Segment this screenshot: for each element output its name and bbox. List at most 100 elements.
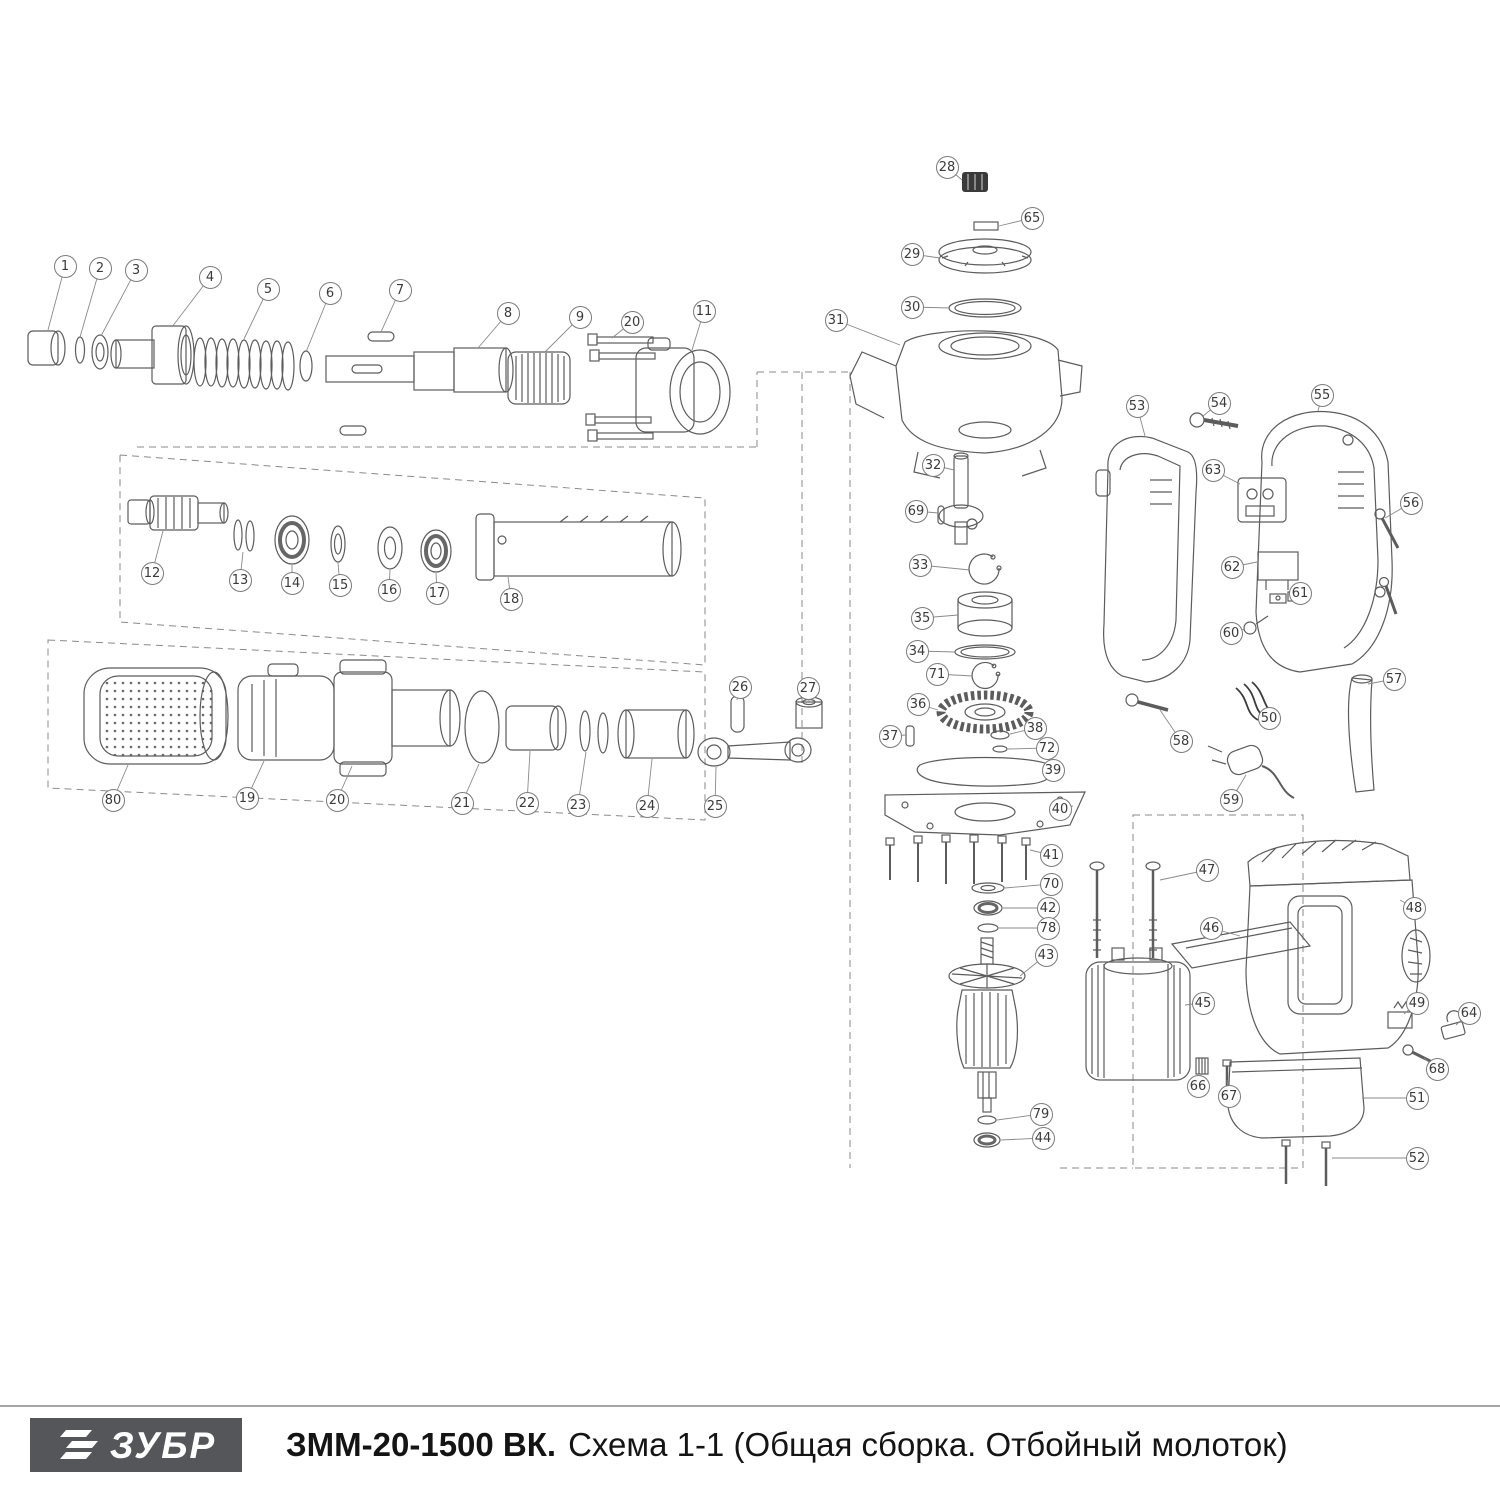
part-callout-13: 13	[228, 568, 252, 592]
part-13-rings	[233, 519, 255, 552]
part-59-power-cord	[1207, 744, 1295, 799]
part-callout-50: 50	[1257, 706, 1281, 730]
part-78-washer	[977, 923, 999, 933]
part-callout-37: 37	[878, 724, 902, 748]
part-callout-80: 80	[101, 788, 125, 812]
part-39-gasket	[916, 756, 1054, 787]
part-callout-11: 11	[692, 299, 716, 323]
part-17-bearing	[420, 529, 452, 573]
part-51-bottom-cap	[1227, 1057, 1365, 1139]
part-callout-20: 20	[620, 310, 644, 334]
part-9-knurled-sleeve	[507, 351, 571, 405]
assembly-striker	[127, 495, 682, 581]
part-63-switch	[1237, 477, 1287, 523]
part-66-clip	[1195, 1057, 1209, 1075]
part-callout-8: 8	[496, 301, 520, 325]
part-11-end-cap	[635, 337, 731, 435]
part-callout-45: 45	[1191, 991, 1215, 1015]
part-79-washer	[977, 1115, 997, 1125]
brand-name: ЗУБР	[109, 1424, 217, 1466]
part-callout-18: 18	[499, 587, 523, 611]
part-46-plate	[1170, 921, 1312, 969]
part-31-crankcase	[849, 330, 1083, 479]
part-callout-58: 58	[1169, 729, 1193, 753]
part-72-washer	[992, 745, 1008, 753]
part-33-circlip	[968, 553, 1002, 585]
part-callout-27: 27	[796, 676, 820, 700]
part-callout-28: 28	[935, 155, 959, 179]
part-callout-36: 36	[906, 692, 930, 716]
part-4-sleeve	[110, 325, 195, 385]
zubr-logo-icon	[59, 1430, 98, 1459]
part-callout-47: 47	[1195, 858, 1219, 882]
zubr-logo: ЗУБР	[30, 1418, 242, 1472]
part-71-circlip	[971, 661, 1001, 689]
assembly-motor-housing	[1085, 839, 1466, 1186]
part-37-pin	[905, 725, 915, 747]
part-48-motor-housing	[1245, 839, 1431, 1055]
part-callout-78: 78	[1036, 916, 1060, 940]
part-callout-1: 1	[53, 254, 77, 278]
part-41-screws	[885, 834, 1031, 884]
part-callout-31: 31	[824, 308, 848, 332]
part-36-gear	[936, 690, 1034, 734]
part-55-outer-housing	[1255, 410, 1393, 673]
part-callout-63: 63	[1201, 458, 1225, 482]
part-callout-34: 34	[905, 639, 929, 663]
diagram-subtitle: Схема 1-1 (Общая сборка. Отбойный молото…	[568, 1426, 1288, 1463]
part-80-grip	[83, 667, 229, 765]
part-32-crankshaft	[938, 452, 984, 545]
part-12-shaft	[127, 495, 229, 531]
part-callout-69: 69	[904, 499, 928, 523]
part-62-module	[1257, 551, 1299, 590]
part-callout-41: 41	[1039, 843, 1063, 867]
part-callout-32: 32	[921, 453, 945, 477]
part-1-cap	[27, 330, 66, 366]
part-callout-33: 33	[908, 553, 932, 577]
assembly-crank-motor	[849, 172, 1086, 1148]
part-52-screws	[1281, 1139, 1331, 1186]
footer-divider	[0, 1405, 1500, 1407]
part-callout-4: 4	[198, 265, 222, 289]
part-callout-66: 66	[1186, 1074, 1210, 1098]
part-callout-51: 51	[1405, 1086, 1429, 1110]
part-23-rings	[579, 710, 609, 754]
part-callout-29: 29	[900, 242, 924, 266]
part-60-terminal	[1243, 615, 1269, 635]
part-29-fan-disc	[938, 238, 1032, 274]
part-callout-14: 14	[280, 571, 304, 595]
part-14-bearing	[274, 515, 310, 565]
part-43-rotor	[948, 937, 1026, 1113]
part-5-spring	[193, 337, 295, 391]
part-20-clamp	[333, 659, 461, 777]
part-callout-19: 19	[235, 786, 259, 810]
part-53-inner-handle	[1095, 436, 1198, 683]
part-16-washer	[377, 526, 403, 570]
part-callout-17: 17	[425, 581, 449, 605]
part-callout-56: 56	[1399, 491, 1423, 515]
part-56-screws	[1374, 508, 1400, 615]
part-callout-52: 52	[1405, 1146, 1429, 1170]
part-callout-71: 71	[925, 662, 949, 686]
part-callout-60: 60	[1219, 621, 1243, 645]
part-callout-55: 55	[1310, 383, 1334, 407]
part-callout-26: 26	[728, 675, 752, 699]
part-65-plate	[973, 221, 999, 231]
part-25-connecting-rod	[697, 737, 812, 767]
part-45-stator	[1085, 947, 1191, 1081]
part-callout-23: 23	[566, 793, 590, 817]
part-callout-62: 62	[1220, 555, 1244, 579]
part-22-piston	[505, 705, 567, 751]
model-name: ЗММ-20-1500 ВК.	[286, 1426, 557, 1463]
part-callout-48: 48	[1402, 896, 1426, 920]
part-callout-49: 49	[1405, 991, 1429, 1015]
part-callout-12: 12	[140, 561, 164, 585]
part-callout-24: 24	[635, 794, 659, 818]
part-callout-5: 5	[256, 277, 280, 301]
part-callout-3: 3	[124, 258, 148, 282]
part-28-nut	[962, 172, 988, 192]
part-44-bearing	[973, 1132, 1001, 1148]
